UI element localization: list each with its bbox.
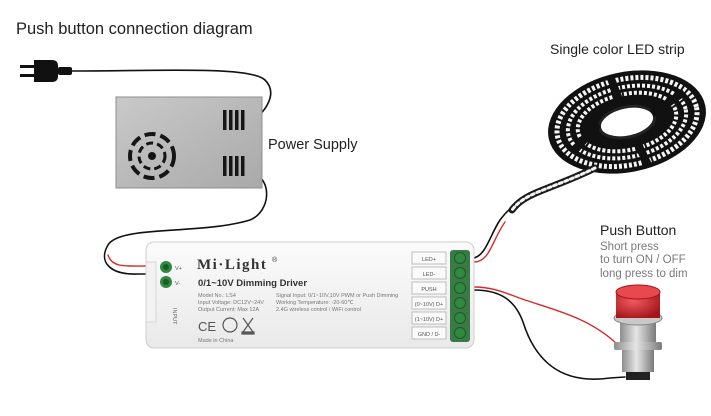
vent-slots-top [223,110,245,130]
made-in-label: Made in China [198,338,234,344]
output-terminal-blocks [450,250,470,342]
push-button-device [613,284,663,380]
input-terminal-blocks [160,261,172,288]
output-label-2: LED- [423,272,436,278]
registered-mark: ® [272,256,278,264]
push-button-note-2: to turn ON / OFF [600,254,686,266]
output-label-boxes [411,251,447,340]
dimming-controller [145,241,475,349]
fan-icon [128,132,176,180]
output-label-1: LED+ [422,257,436,263]
power-plug-icon [20,60,72,82]
psu-to-controller-cable [103,169,268,275]
power-supply-unit [115,96,263,189]
led-red-wire [473,221,506,263]
output-label-3: PUSH [421,287,436,293]
power-supply-label: Power Supply [268,137,358,153]
push-button-label: Push Button [600,222,676,238]
spec-left-1: Model No.: LS4 [198,293,236,299]
brand-logo: Mi·Light [197,257,267,273]
spec-right-2: Working Temperature: -20-60℃ [276,300,354,306]
output-label-4: (0~10V) D+ [415,302,443,308]
push-cable-black [473,289,626,380]
led-strip-label: Single color LED strip [550,41,685,57]
certification-icons [222,317,255,335]
spec-left-3: Output Current: Max 12A [198,307,259,313]
diagram-title: Push button connection diagram [16,20,253,38]
input-terminal-label-1: V+ [175,266,182,272]
push-button-note-3: long press to dim [600,268,688,280]
spec-right-3: 2.4G wireless control / WiFi control [276,307,361,313]
spec-right-1: Signal Input: 0/1~10V,10V PWM or Push Di… [276,293,398,299]
spec-left-2: Input Voltage: DC12V~24V [198,300,264,306]
mains-cable [71,69,272,125]
psu-red-wire [107,254,149,267]
push-button-note-1: Short press [600,241,659,253]
input-terminal-label-2: V- [175,281,180,287]
input-label: INPUT [171,308,177,325]
ce-mark: CE [198,319,216,334]
wires [71,69,626,380]
vent-slots-bottom [223,156,245,176]
led-strip-tail [508,164,599,214]
output-label-5: (1~10V) D+ [415,317,443,323]
controller-model-title: 0/1~10V Dimming Driver [198,278,307,289]
push-cable-red [473,286,619,346]
diagram-text: Push button connection diagram Power Sup… [16,20,688,344]
output-label-6: GND / D- [418,332,441,338]
led-strip-reel [548,70,706,174]
